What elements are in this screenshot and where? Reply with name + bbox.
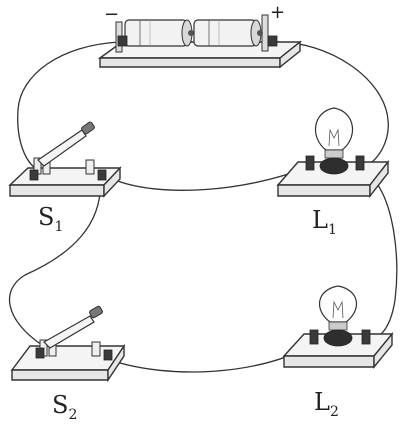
switch-s2-label: S2	[52, 391, 77, 423]
lamp-l2-terminal-left	[309, 329, 319, 345]
switch-s2: S2	[10, 305, 126, 423]
switch-s2-terminal-right	[103, 349, 113, 361]
wire-s1-to-s2	[9, 174, 102, 346]
switch-s1-lever	[37, 121, 95, 167]
switch-s1-terminal-left	[29, 169, 39, 181]
lamp-l2-terminal-right	[361, 329, 371, 345]
battery-cell-2	[193, 19, 263, 47]
lamp-l1-bulb	[314, 107, 354, 175]
battery-terminal-positive	[267, 35, 278, 47]
switch-s1-terminal-right	[97, 169, 107, 181]
battery-negative-sign: −	[104, 4, 119, 25]
switch-s1: S1	[8, 121, 122, 235]
battery-positive-sign: +	[270, 2, 285, 23]
switch-s2-contact	[91, 341, 101, 357]
lamp-l2-label: L2	[314, 388, 339, 420]
wire-battery-pos-to-l1	[271, 41, 389, 163]
lamp-l1-terminal-right	[355, 155, 365, 171]
wire-l1-to-l2	[369, 174, 398, 341]
lamp-l2: L2	[282, 285, 394, 420]
lamp-l2-bulb	[319, 285, 357, 347]
wire-s2-to-l2	[109, 344, 313, 373]
wire-battery-neg-to-s1	[17, 41, 121, 169]
battery-holder: − +	[97, 2, 302, 69]
switch-s2-terminal-left	[35, 347, 45, 359]
battery-board-front	[99, 57, 281, 68]
battery-cell-1	[124, 19, 194, 47]
switch-s1-contact	[85, 159, 95, 175]
battery-terminal-negative	[117, 35, 128, 47]
wires	[9, 41, 398, 373]
switch-s1-label: S1	[38, 203, 63, 235]
lamp-l1-terminal-left	[305, 155, 315, 171]
wire-s1-to-l1	[109, 167, 306, 191]
switch-s2-lever	[43, 305, 103, 349]
lamp-l1: L1	[276, 107, 390, 238]
lamp-l1-label: L1	[312, 206, 337, 238]
